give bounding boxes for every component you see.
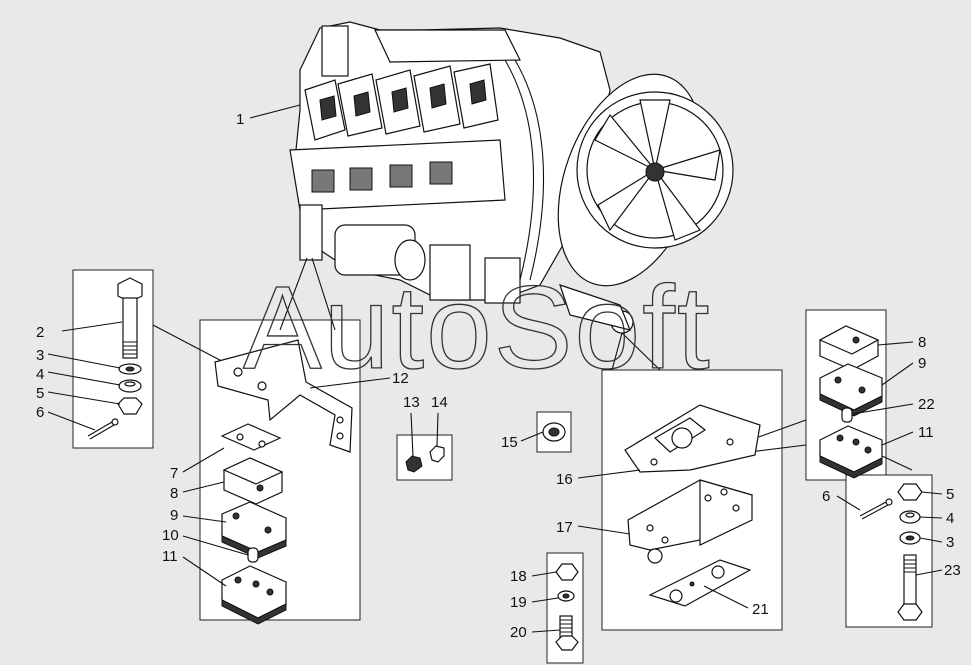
callout-11-left: 11 <box>162 548 178 565</box>
callout-4-left: 4 <box>36 366 44 383</box>
callout-numbers: 1 2 3 4 5 6 7 8 9 10 11 12 13 14 15 16 1… <box>36 111 961 641</box>
cylinder-heads <box>304 63 499 141</box>
central-mount <box>624 404 761 607</box>
callout-11-right: 11 <box>918 424 934 441</box>
callout-21: 21 <box>752 601 769 618</box>
callout-4-right: 4 <box>946 510 954 527</box>
left-bolt-kit <box>87 277 143 440</box>
left-bracket-assembly <box>214 339 353 625</box>
callout-leaders <box>47 104 943 633</box>
fan-blades <box>594 99 721 241</box>
right-bolt-kit <box>859 483 923 621</box>
callout-13: 13 <box>403 394 420 411</box>
callout-20: 20 <box>510 624 527 641</box>
callout-10: 10 <box>162 527 179 544</box>
callout-18: 18 <box>510 568 527 585</box>
callout-16: 16 <box>556 471 573 488</box>
callout-12: 12 <box>392 370 409 387</box>
callout-5-right: 5 <box>946 486 954 503</box>
washer-15 <box>542 422 566 442</box>
callout-3-left: 3 <box>36 347 44 364</box>
callout-1: 1 <box>236 111 244 128</box>
callout-14: 14 <box>431 394 448 411</box>
callout-8-right: 8 <box>918 334 926 351</box>
callout-7: 7 <box>170 465 178 482</box>
manifold-ports <box>311 161 453 193</box>
callout-19: 19 <box>510 594 527 611</box>
callout-17: 17 <box>556 519 573 536</box>
callout-22: 22 <box>918 396 935 413</box>
callout-6-left: 6 <box>36 404 44 421</box>
watermark-text: AutoSoft <box>243 262 712 394</box>
nuts-13-14 <box>405 445 445 473</box>
callout-3-right: 3 <box>946 534 954 551</box>
callout-9-right: 9 <box>918 355 926 372</box>
callout-23: 23 <box>944 562 961 579</box>
callout-8-left: 8 <box>170 485 178 502</box>
callout-2: 2 <box>36 324 44 341</box>
right-pad-stack <box>818 325 883 479</box>
callout-5-left: 5 <box>36 385 44 402</box>
bolt-set-18-20 <box>555 563 579 651</box>
callout-9-left: 9 <box>170 507 178 524</box>
engine-block <box>289 21 734 334</box>
callout-15: 15 <box>501 434 518 451</box>
callout-6-right: 6 <box>822 488 830 505</box>
